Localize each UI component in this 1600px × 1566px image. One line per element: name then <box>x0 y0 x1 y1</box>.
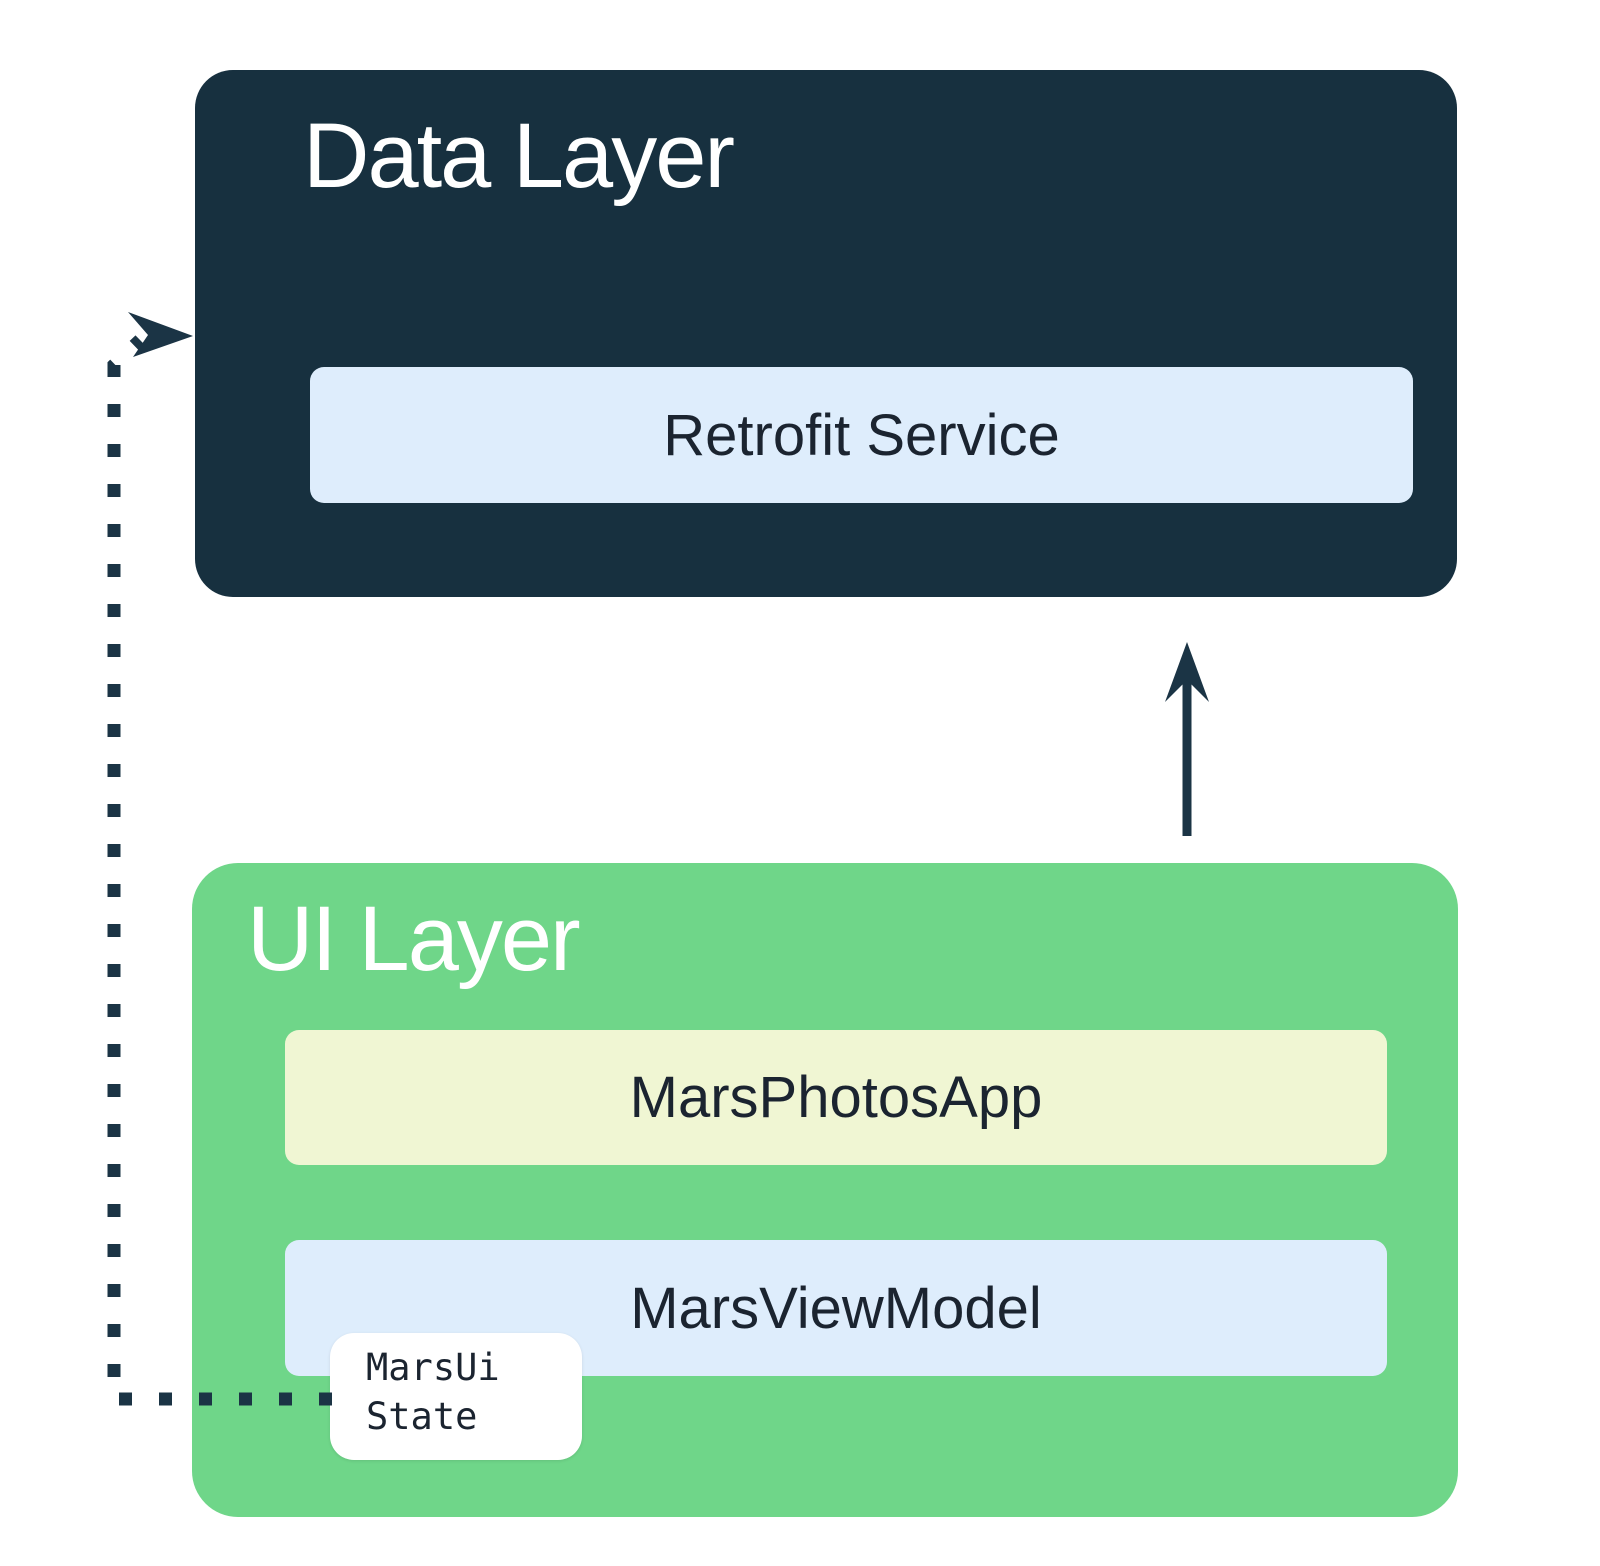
data-layer-title: Data Layer <box>303 105 735 207</box>
data-layer-box: Data Layer Retrofit Service <box>195 70 1457 597</box>
solid-up-arrow <box>1165 642 1209 836</box>
marsuistate-label-line2: State <box>366 1395 478 1438</box>
marsviewmodel-label: MarsViewModel <box>630 1275 1042 1341</box>
retrofit-service-label: Retrofit Service <box>663 402 1060 468</box>
ui-layer-box: UI Layer MarsPhotosApp MarsViewModel Mar… <box>192 863 1458 1517</box>
marsphotosapp-label: MarsPhotosApp <box>629 1065 1043 1130</box>
marsuistate-label-line1: MarsUi <box>366 1346 500 1389</box>
marsuistate-box: MarsUi State <box>330 1333 582 1460</box>
retrofit-service-box: Retrofit Service <box>310 367 1413 503</box>
ui-layer-title: UI Layer <box>247 888 581 990</box>
marsphotosapp-box: MarsPhotosApp <box>285 1030 1387 1165</box>
